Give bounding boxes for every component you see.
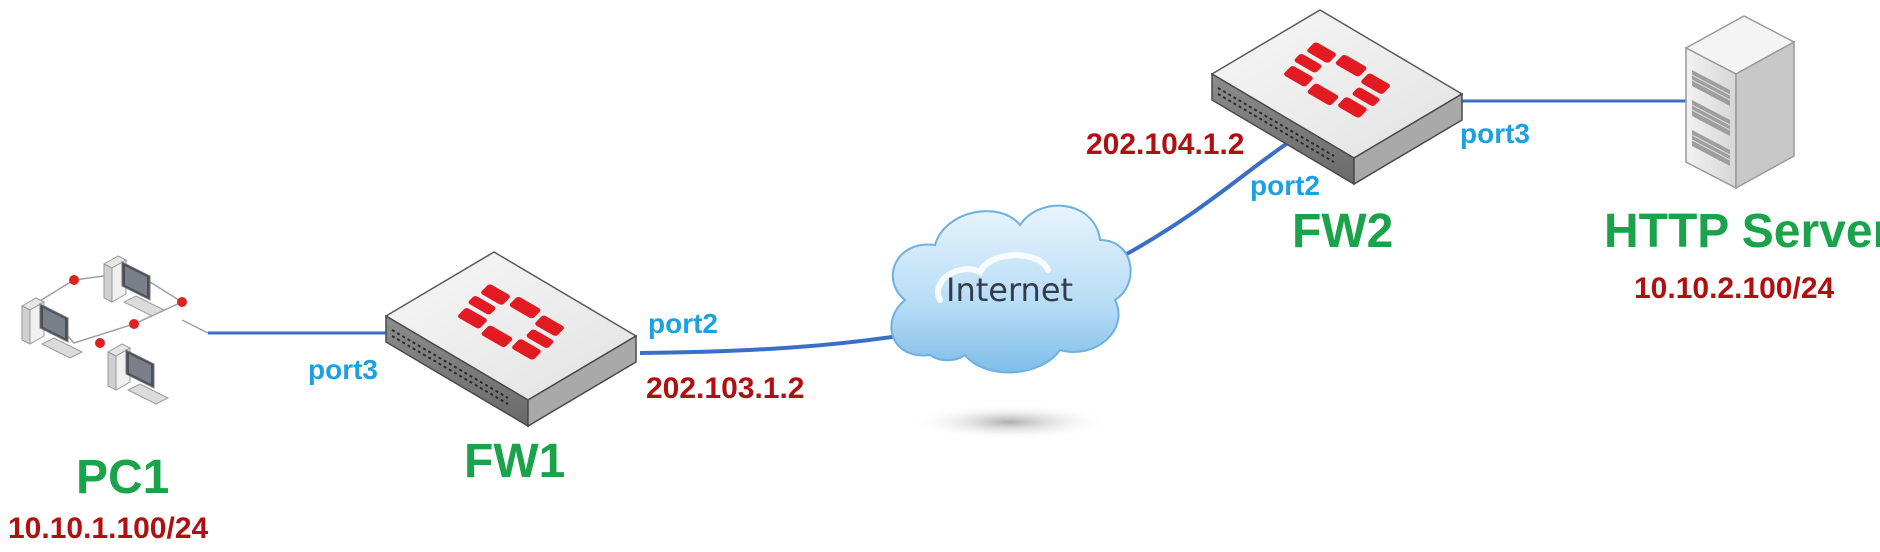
server-ip-label: 10.10.2.100/24	[1634, 272, 1835, 305]
pc-group-icon	[20, 255, 209, 405]
firewall-icon	[384, 251, 638, 428]
fw2-name-label: FW2	[1292, 205, 1394, 258]
fw1-wan-ip-label: 202.103.1.2	[646, 372, 805, 405]
fw2-port2-label: port2	[1250, 170, 1320, 201]
links	[208, 99, 1690, 355]
link-internet-fw2	[1111, 138, 1294, 264]
internet-label: Internet	[946, 271, 1074, 309]
cloud-icon	[890, 204, 1132, 440]
server-name-label: HTTP Server	[1604, 205, 1880, 258]
fw2-wan-ip-label: 202.104.1.2	[1086, 128, 1245, 161]
firewall-icon	[1210, 9, 1464, 186]
link-fw1-internet	[639, 333, 906, 355]
pc1-ip-label: 10.10.1.100/24	[8, 512, 209, 545]
fw1-name-label: FW1	[464, 435, 566, 488]
server-icon	[1684, 15, 1796, 190]
fw2-port3-label: port3	[1460, 118, 1530, 149]
fw1-port2-label: port2	[648, 308, 718, 339]
fw1-port3-label: port3	[308, 354, 378, 385]
pc1-name-label: PC1	[76, 451, 170, 504]
